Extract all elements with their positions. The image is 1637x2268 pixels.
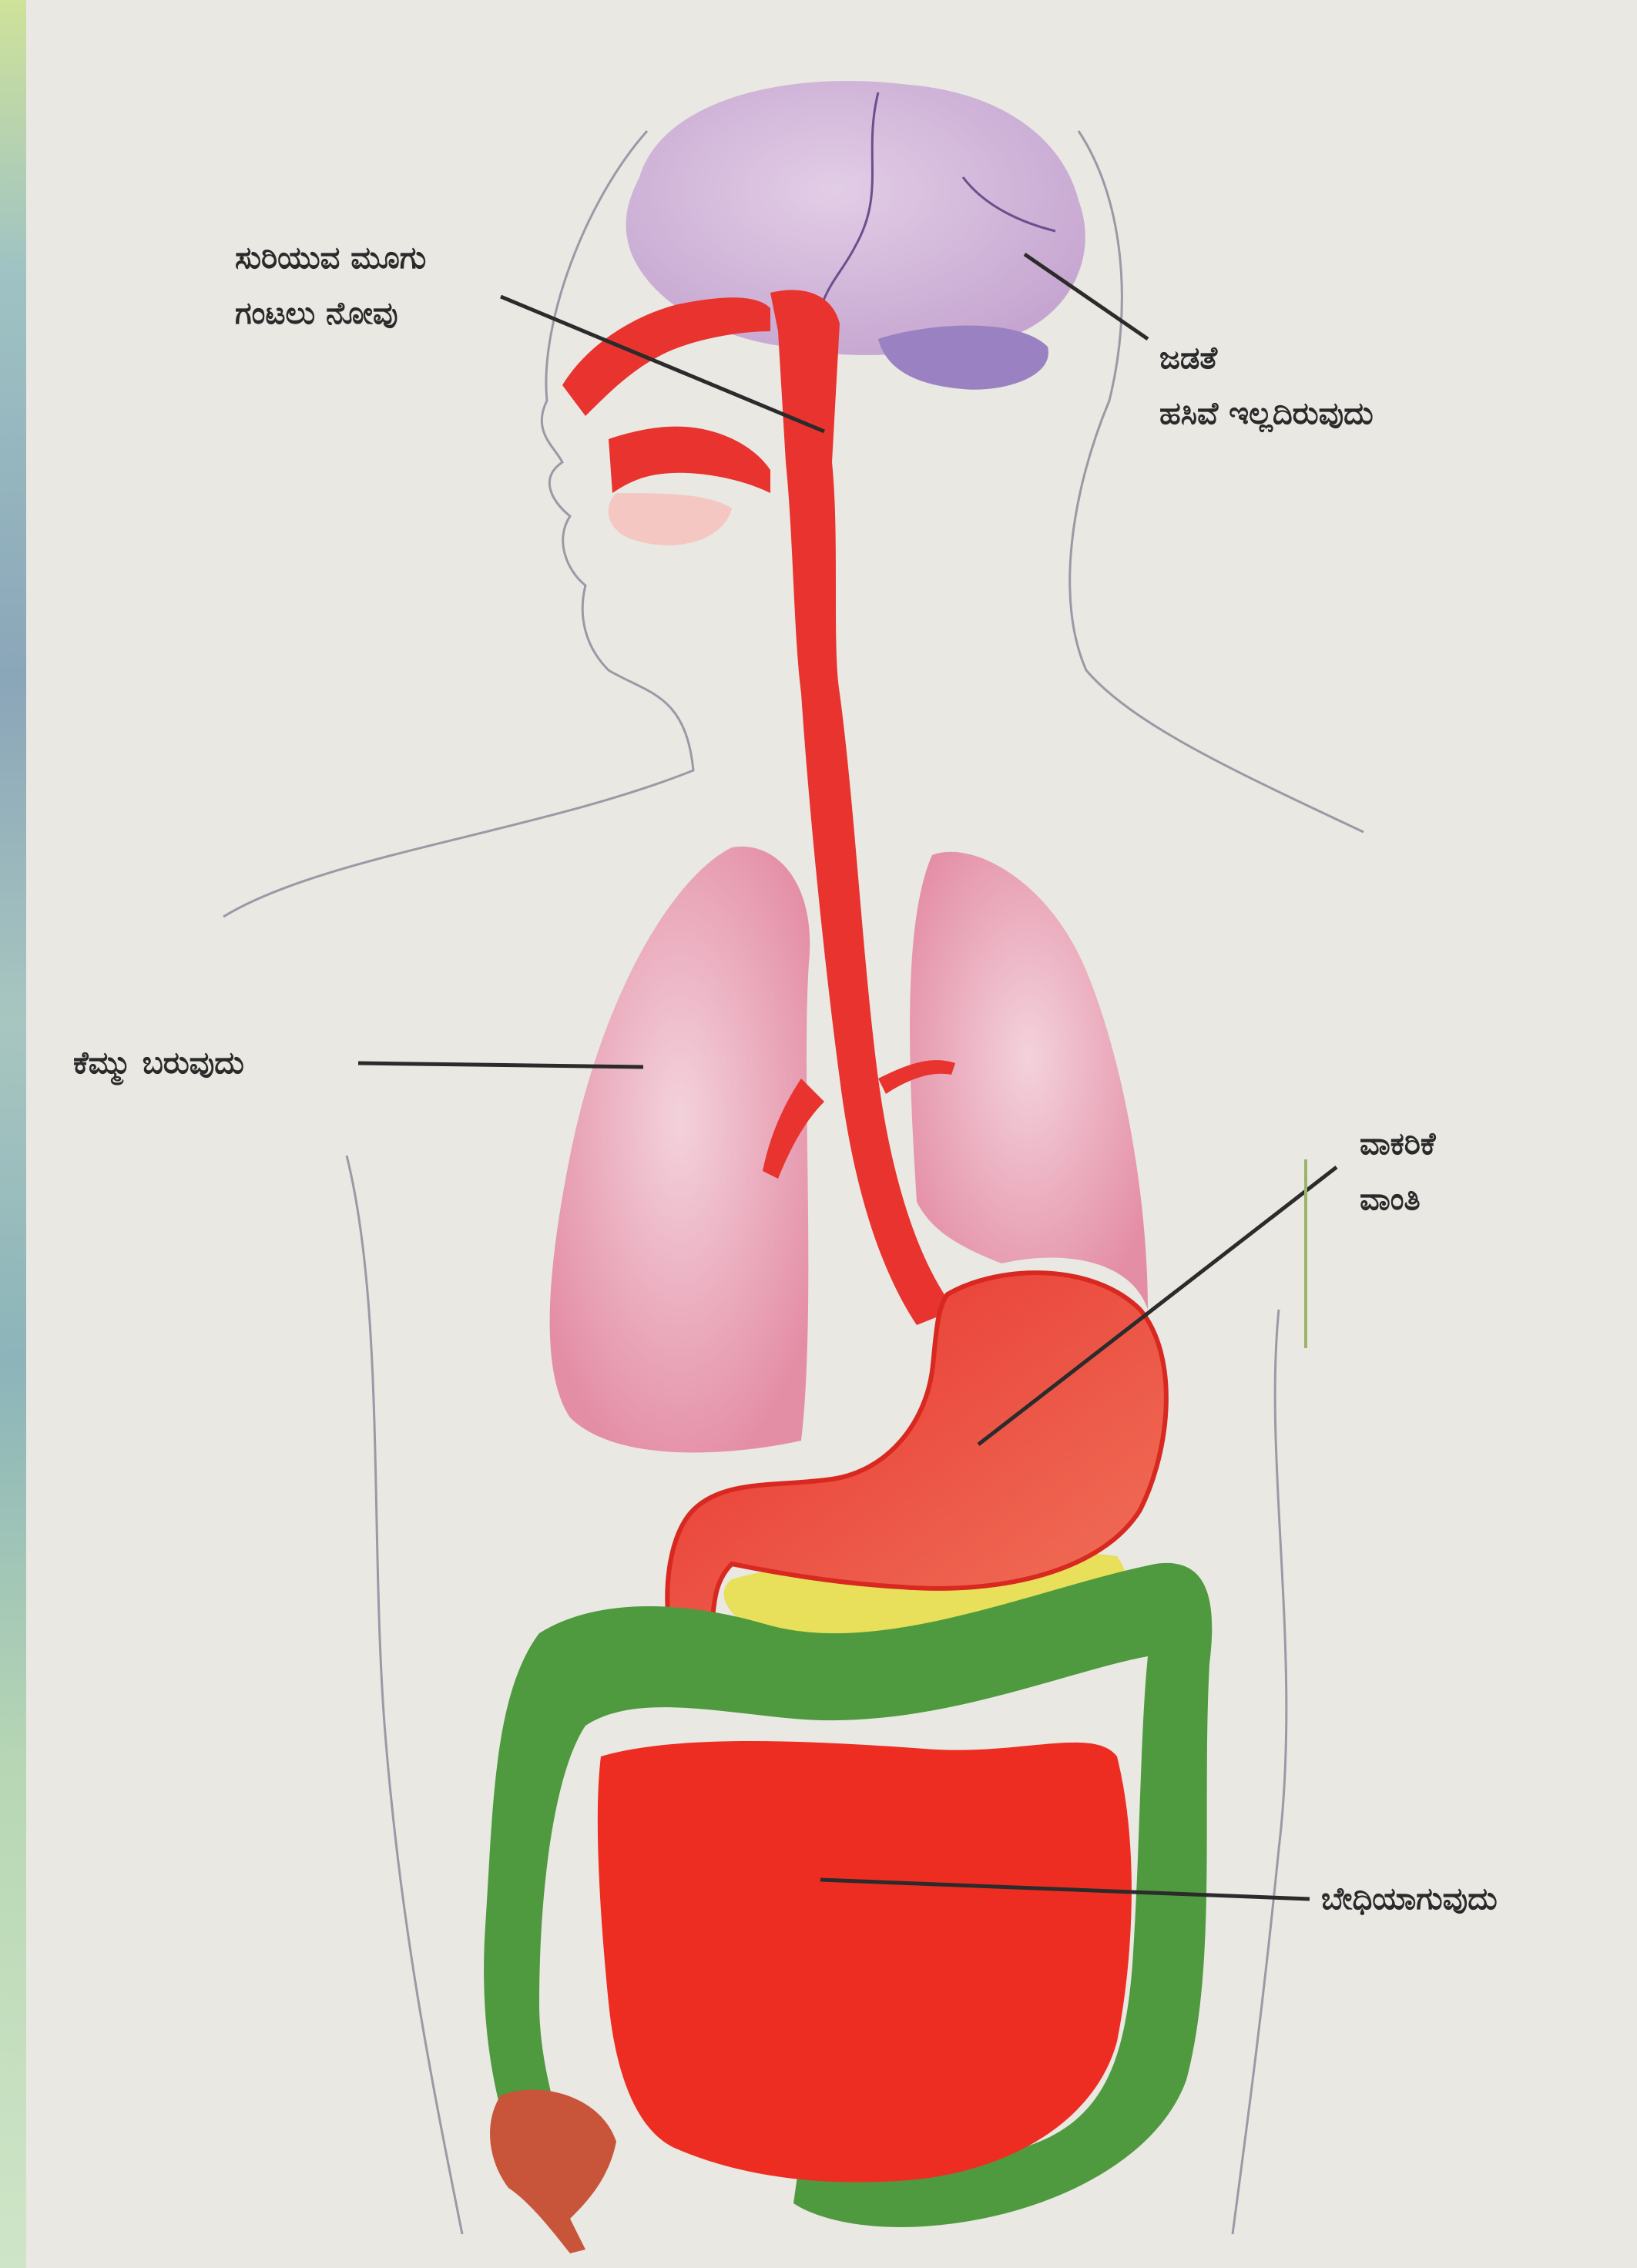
- label-stomach: ವಾಕರಿಕೆ ವಾಂತಿ: [1360, 1125, 1436, 1219]
- small-intestine: [598, 1741, 1132, 2182]
- appendix: [490, 2090, 616, 2254]
- label-lethargy: ಜಡತೆ: [1159, 339, 1374, 377]
- label-sore-throat: ಗಂಟಲು ನೋವು: [235, 294, 426, 333]
- label-no-appetite: ಹಸಿವೆ ಇಲ್ಲದಿರುವುದು: [1159, 394, 1374, 433]
- label-vomiting: ವಾಂತಿ: [1360, 1180, 1436, 1219]
- label-cough: ಕೆಮ್ಮು ಬರುವುದು: [73, 1044, 244, 1082]
- label-nausea: ವಾಕರಿಕೆ: [1360, 1125, 1436, 1163]
- label-runny-nose: ಸುರಿಯುವ ಮೂಗು: [235, 239, 426, 277]
- label-brain: ಜಡತೆ ಹಸಿವೆ ಇಲ್ಲದಿರುವುದು: [1159, 339, 1374, 433]
- brain: [626, 81, 1085, 390]
- label-nose-throat: ಸುರಿಯುವ ಮೂಗು ಗಂಟಲು ನೋವು: [235, 239, 426, 333]
- label-diarrhoea: ಬೇಧಿಯಾಗುವುದು: [1321, 1880, 1498, 1918]
